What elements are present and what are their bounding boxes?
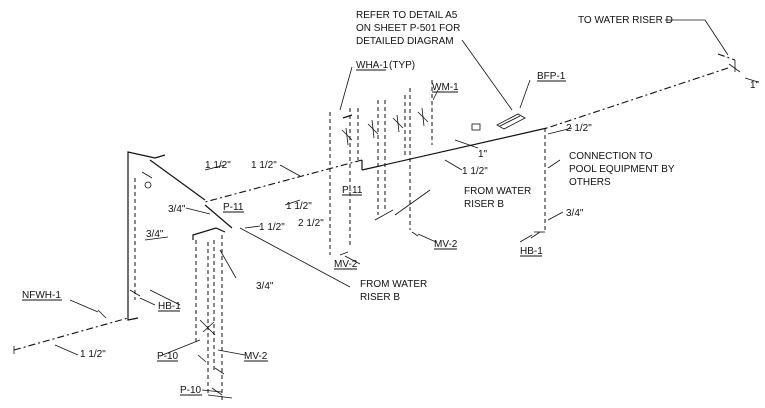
tag-hb1-left: HB-1 <box>158 301 181 312</box>
size-3-4-c: 3/4" <box>566 208 584 219</box>
tag-wha: WHA-1 <box>356 60 389 71</box>
size-3-4-d: 3/4" <box>256 281 274 292</box>
equipment-tags: WHA-1 (TYP) WM-1 BFP-1 P-11 P-11 MV-2 MV… <box>22 60 566 396</box>
tag-p10-upper: P-10 <box>157 351 179 362</box>
tag-wm: WM-1 <box>432 82 459 93</box>
size-3-4-a: 3/4" <box>168 204 186 215</box>
note-to-riser-d: TO WATER RISER D <box>578 15 673 26</box>
leader-lines <box>54 19 759 393</box>
pipe-size-labels: 1" 2 1/2" 1" 1 1/2" 1 1/2" 1 1/2" 1 1/2"… <box>80 80 760 360</box>
note-from-riser-b-lower-2: RISER B <box>360 292 400 303</box>
size-1in-top: 1" <box>750 80 760 91</box>
size-1in-mid: 1" <box>478 149 488 160</box>
note-connection-1: CONNECTION TO <box>569 151 653 162</box>
tag-bfp: BFP-1 <box>537 71 566 82</box>
size-1-1-2-b: 1 1/2" <box>251 160 277 171</box>
backflow-preventer <box>496 113 526 130</box>
size-1-1-2-a: 1 1/2" <box>205 160 231 171</box>
note-connection-2: POOL EQUIPMENT BY <box>569 164 675 175</box>
note-from-riser-b-lower: FROM WATER RISER B <box>360 279 427 303</box>
tag-p11-lower: P-11 <box>223 202 244 213</box>
size-2-1-2-right: 2 1/2" <box>566 123 592 134</box>
size-1-1-2-bottom: 1 1/2" <box>80 349 106 360</box>
tag-mv2-lower: MV-2 <box>244 351 268 362</box>
note-connection-3: OTHERS <box>569 177 611 188</box>
size-2-1-2-mid: 2 1/2" <box>298 218 324 229</box>
note-pool-connection: CONNECTION TO POOL EQUIPMENT BY OTHERS <box>569 151 675 188</box>
right-branch <box>530 128 546 239</box>
lower-risers <box>192 204 233 400</box>
tag-mv2-center: MV-2 <box>334 259 358 270</box>
note-refer-detail: REFER TO DETAIL A5 ON SHEET P-501 FOR DE… <box>356 10 460 47</box>
tag-wha-typ: (TYP) <box>389 60 415 71</box>
lower-pipe-run <box>13 309 129 354</box>
tag-hb1-right: HB-1 <box>520 246 543 257</box>
note-from-riser-b-lower-1: FROM WATER <box>360 279 427 290</box>
tag-p10-lower: P-10 <box>180 385 202 396</box>
tag-mv2-right: MV-2 <box>434 239 458 250</box>
note-from-riser-b-upper: FROM WATER RISER B <box>464 186 531 210</box>
main-pipe-run <box>204 53 741 203</box>
size-1-1-2-mid: 1 1/2" <box>462 166 488 177</box>
size-1-1-2-d: 1 1/2" <box>259 222 285 233</box>
note-refer-line3: DETAILED DIAGRAM <box>356 36 454 47</box>
note-refer-line1: REFER TO DETAIL A5 <box>356 10 458 21</box>
tag-p11-upper: P-11 <box>342 185 363 196</box>
note-refer-line2: ON SHEET P-501 FOR <box>356 23 460 34</box>
riser-group-wha <box>329 80 433 256</box>
note-from-riser-b-upper-1: FROM WATER <box>464 186 531 197</box>
note-from-riser-b-upper-2: RISER B <box>464 199 504 210</box>
water-meter <box>471 123 481 131</box>
tag-nfwh: NFWH-1 <box>22 290 61 301</box>
size-3-4-b: 3/4" <box>146 229 164 240</box>
size-1-1-2-c: 1 1/2" <box>286 201 312 212</box>
left-loop <box>127 151 206 321</box>
